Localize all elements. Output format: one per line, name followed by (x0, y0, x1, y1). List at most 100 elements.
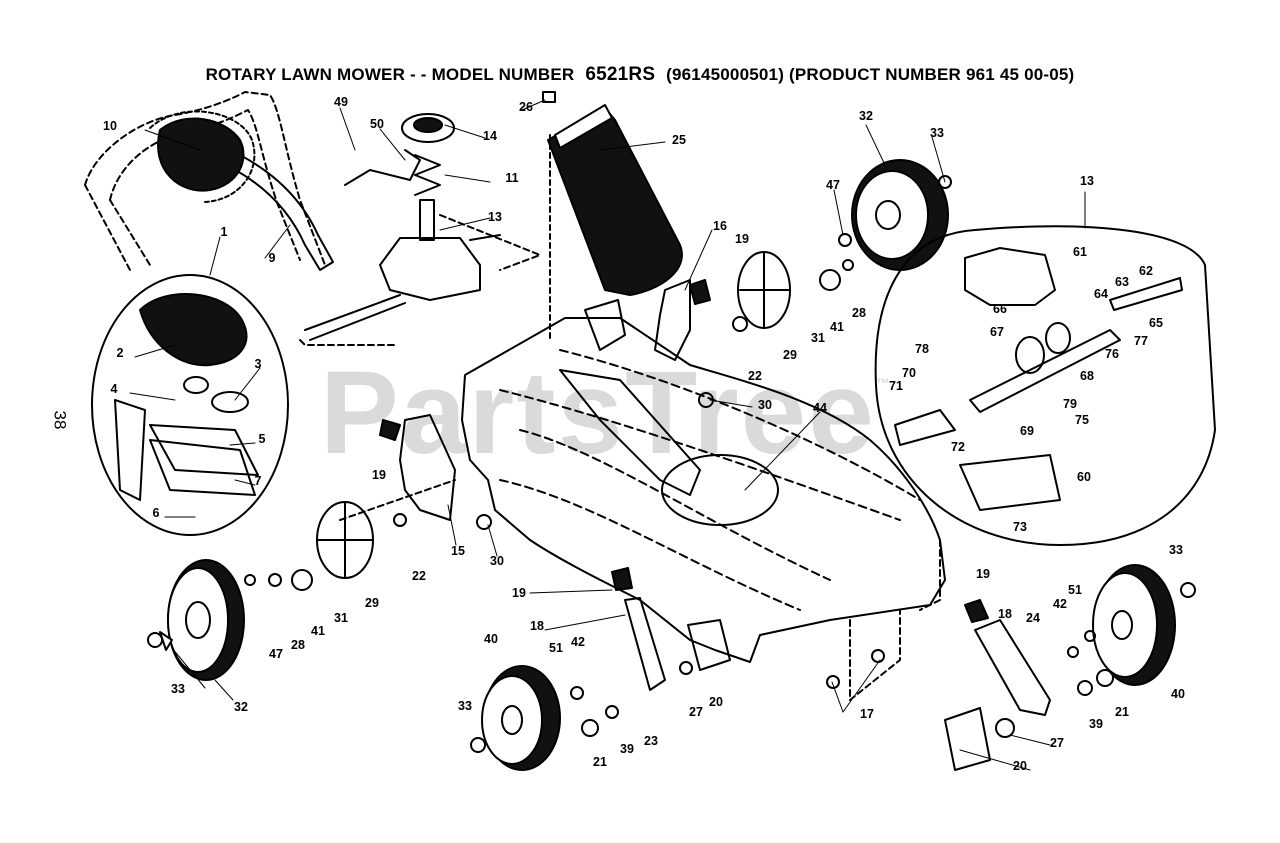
callout-22-2: 22 (412, 569, 426, 583)
callout-33: 33 (930, 126, 944, 140)
callout-78: 78 (915, 342, 929, 356)
handle-assembly (84, 91, 334, 271)
callout-18: 18 (530, 619, 544, 633)
callout-47: 47 (826, 178, 840, 192)
callout-20: 20 (709, 695, 723, 709)
callout-32-2: 32 (234, 700, 248, 714)
callout-64: 64 (1094, 287, 1108, 301)
callout-19-4: 19 (976, 567, 990, 581)
callout-68: 68 (1080, 369, 1094, 383)
hardware-fasteners (147, 175, 1196, 753)
callout-72: 72 (951, 440, 965, 454)
callout-40-2: 40 (484, 632, 498, 646)
callout-62: 62 (1139, 264, 1153, 278)
wheel-left-front (481, 665, 561, 771)
callout-7: 7 (255, 474, 262, 488)
callout-24: 24 (1026, 611, 1040, 625)
callout-69: 69 (1020, 424, 1034, 438)
callout-20-2: 20 (1013, 759, 1027, 773)
callout-13: 13 (488, 210, 502, 224)
wheel-right-top (851, 159, 949, 271)
callout-6: 6 (153, 506, 160, 520)
callout-31-2: 31 (334, 611, 348, 625)
callout-9: 9 (269, 251, 276, 265)
callout-2: 2 (117, 346, 124, 360)
callout-67: 67 (990, 325, 1004, 339)
callout-10: 10 (103, 119, 117, 133)
callout-19: 19 (735, 232, 749, 246)
callout-19-2: 19 (372, 468, 386, 482)
callout-47-2: 47 (269, 647, 283, 661)
callout-33-4: 33 (1169, 543, 1183, 557)
callout-25: 25 (672, 133, 686, 147)
callout-51: 51 (1068, 583, 1082, 597)
callout-63: 63 (1115, 275, 1129, 289)
callout-17: 17 (860, 707, 874, 721)
mower-deck (461, 299, 946, 701)
leader-lines (129, 99, 1086, 771)
height-adjuster-left (339, 414, 456, 521)
callout-18-2: 18 (998, 607, 1012, 621)
callout-41-2: 41 (311, 624, 325, 638)
callout-23: 23 (644, 734, 658, 748)
title-suffix: (96145000501) (PRODUCT NUMBER 961 45 00-… (666, 65, 1075, 84)
callout-76: 76 (1105, 347, 1119, 361)
callout-33-2: 33 (171, 682, 185, 696)
callout-50: 50 (370, 117, 384, 131)
detail-inset-left (91, 274, 289, 536)
callout-26: 26 (519, 100, 533, 114)
callout-3: 3 (255, 357, 262, 371)
callout-60: 60 (1077, 470, 1091, 484)
detail-inset-right (874, 225, 1216, 546)
callout-77: 77 (1134, 334, 1148, 348)
callout-27-2: 27 (1050, 736, 1064, 750)
callout-16: 16 (713, 219, 727, 233)
callout-15: 15 (451, 544, 465, 558)
callout-28-2: 28 (291, 638, 305, 652)
callout-73: 73 (1013, 520, 1027, 534)
callout-labels: 1234567910111313141516171818191919192020… (103, 95, 1185, 773)
wheel-hub-top (737, 251, 791, 329)
callout-44: 44 (813, 401, 827, 415)
height-adjuster-middle (611, 567, 731, 691)
callout-13-2: 13 (1080, 174, 1094, 188)
callout-39: 39 (1089, 717, 1103, 731)
wheel-hub-left (316, 501, 374, 579)
callout-14: 14 (483, 129, 497, 143)
callout-51-2: 51 (549, 641, 563, 655)
height-adjuster-right-bottom (944, 599, 1051, 771)
model-number: 6521RS (585, 64, 656, 85)
wheel-right-bottom (1092, 564, 1176, 686)
callout-32: 32 (859, 109, 873, 123)
transmission-upper (299, 113, 541, 346)
callout-70: 70 (902, 366, 916, 380)
callout-22: 22 (748, 369, 762, 383)
callout-27: 27 (689, 705, 703, 719)
callout-33-3: 33 (458, 699, 472, 713)
title-prefix: ROTARY LAWN MOWER - - MODEL NUMBER (205, 65, 575, 84)
callout-41: 41 (830, 320, 844, 334)
callout-42-2: 42 (571, 635, 585, 649)
wheel-left-rear (159, 559, 245, 681)
callout-29: 29 (783, 348, 797, 362)
callout-71: 71 (889, 379, 903, 393)
callout-5: 5 (259, 432, 266, 446)
callout-79: 79 (1063, 397, 1077, 411)
callout-31: 31 (811, 331, 825, 345)
callout-30: 30 (758, 398, 772, 412)
grass-bag (542, 91, 683, 341)
callout-66: 66 (993, 302, 1007, 316)
callout-21-2: 21 (593, 755, 607, 769)
callout-42: 42 (1053, 597, 1067, 611)
callout-30-2: 30 (490, 554, 504, 568)
callout-29-2: 29 (365, 596, 379, 610)
callout-11: 11 (505, 171, 518, 185)
callout-39-2: 39 (620, 742, 634, 756)
callout-61: 61 (1073, 245, 1087, 259)
callout-19-3: 19 (512, 586, 526, 600)
callout-49: 49 (334, 95, 348, 109)
callout-75: 75 (1075, 413, 1089, 427)
callout-4: 4 (111, 382, 118, 396)
diagram-title: ROTARY LAWN MOWER - - MODEL NUMBER 6521R… (0, 64, 1280, 86)
